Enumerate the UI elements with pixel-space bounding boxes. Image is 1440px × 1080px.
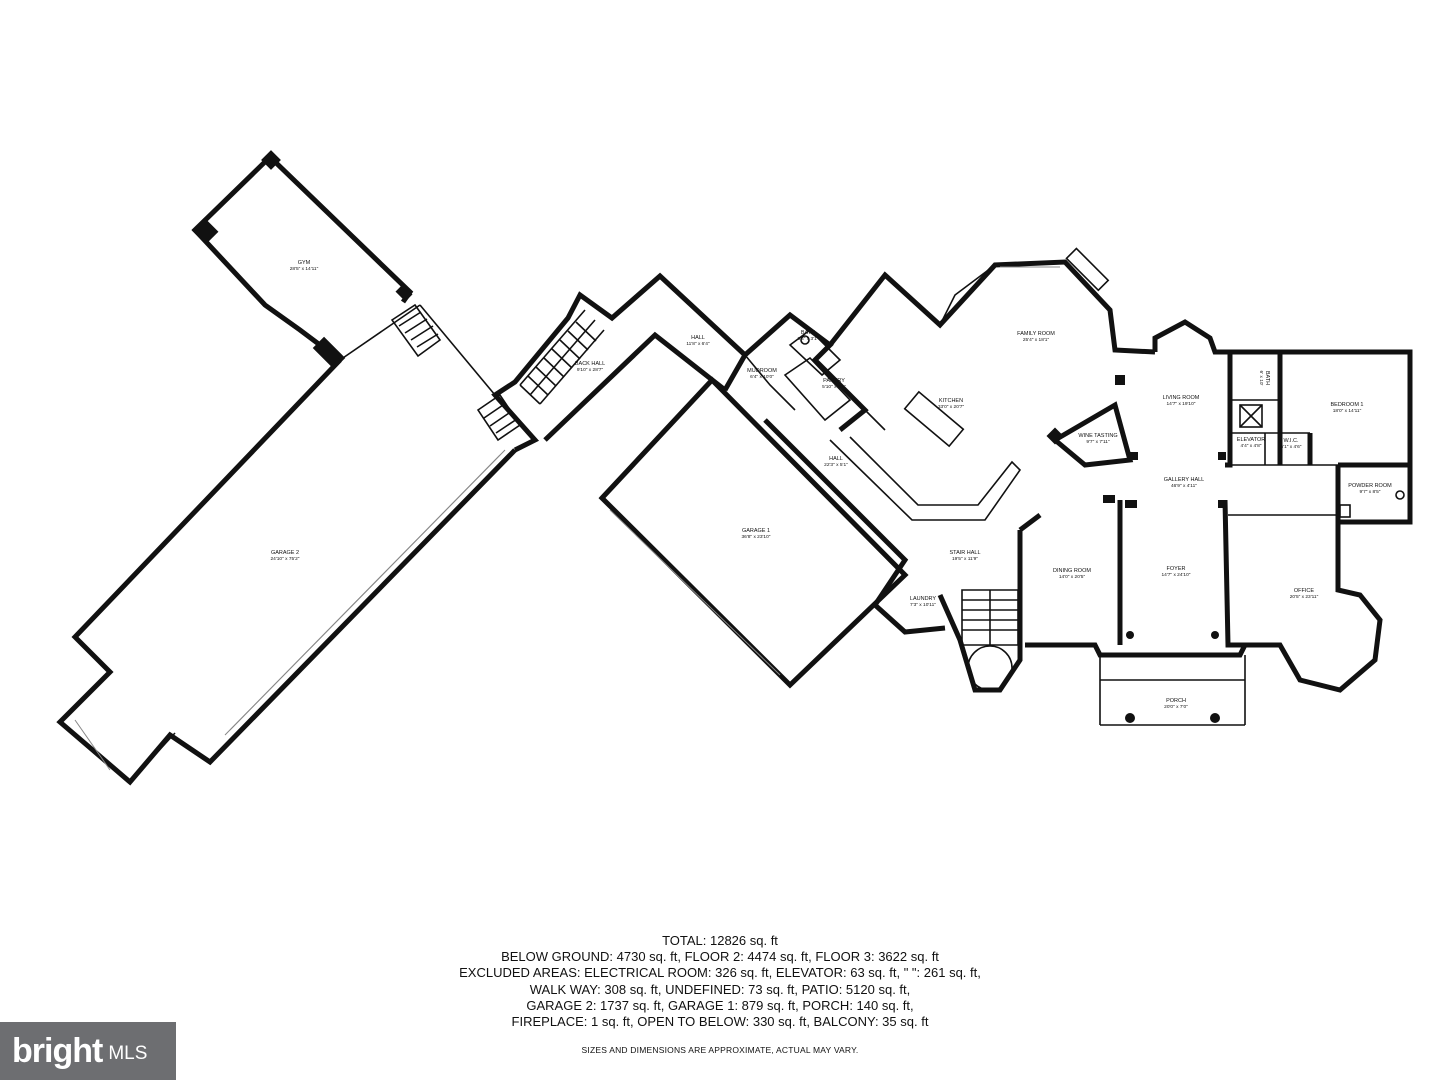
room-label-hall-mid: HALL <box>829 456 843 462</box>
room-dim-stair-hall: 19'5" x 11'9" <box>952 556 978 562</box>
room-dim-laundry: 7'3" x 10'11" <box>910 602 936 608</box>
floor-plan: GYM 28'5" x 14'11" GARAGE 2 24'10" x 75'… <box>56 150 1413 786</box>
room-label-back-hall: BACK HALL <box>575 361 605 367</box>
room-label-wic: W.I.C. <box>1284 438 1299 444</box>
room-dim-gallery-hall: 46'9" x 4'11" <box>1171 483 1197 489</box>
room-label-gallery-hall: GALLERY HALL <box>1164 477 1204 483</box>
room-dim-wic: 5'1" x 4'6" <box>1281 444 1302 450</box>
room-label-mudroom: MUDROOM <box>747 368 777 374</box>
room-label-wine-tasting: WINE TASTING <box>1078 433 1117 439</box>
room-dim-hall-mid: 22'3" x 5'1" <box>824 462 848 468</box>
room-label-elevator: ELEVATOR <box>1237 437 1265 443</box>
summary-excluded: EXCLUDED AREAS: ELECTRICAL ROOM: 326 sq.… <box>459 965 981 981</box>
room-label-bedroom1: BEDROOM 1 <box>1330 402 1363 408</box>
room-label-bath-bed: BATH <box>1264 371 1270 385</box>
room-label-porch: PORCH <box>1166 698 1186 704</box>
back-hall-walls <box>491 272 747 453</box>
room-label-hall-top: HALL <box>691 335 705 341</box>
room-label-pantry: PANTRY <box>823 378 845 384</box>
kitchen-walls <box>828 247 1156 521</box>
room-dim-foyer: 14'7" x 24'10" <box>1162 572 1191 578</box>
room-label-gym: GYM <box>298 260 311 266</box>
area-summary: TOTAL: 12826 sq. ft BELOW GROUND: 4730 s… <box>360 933 1080 1030</box>
room-dim-living-room: 14'7" x 19'10" <box>1167 401 1196 407</box>
room-label-living-room: LIVING ROOM <box>1163 395 1200 401</box>
room-label-garage1: GARAGE 1 <box>742 528 770 534</box>
bright-mls-logo: bright MLS <box>0 1022 176 1080</box>
room-labels: GYM 28'5" x 14'11" GARAGE 2 24'10" x 75'… <box>271 260 1393 710</box>
room-label-family-room: FAMILY ROOM <box>1017 331 1055 337</box>
disclaimer: SIZES AND DIMENSIONS ARE APPROXIMATE, AC… <box>581 1045 859 1055</box>
room-label-kitchen: KITCHEN <box>939 398 963 404</box>
walkway <box>419 304 522 442</box>
room-dim-pantry: 5'10" x 8'1" <box>822 384 846 390</box>
room-dim-powder-room: 9'7" x 8'5" <box>1360 489 1381 495</box>
room-dim-garage1: 36'8" x 23'10" <box>742 534 771 540</box>
room-label-office: OFFICE <box>1294 588 1314 594</box>
garage1-walls <box>598 376 909 689</box>
room-label-foyer: FOYER <box>1167 566 1186 572</box>
room-dim-dining-room: 14'0" x 20'5" <box>1059 574 1086 580</box>
summary-fireplace: FIREPLACE: 1 sq. ft, OPEN TO BELOW: 330 … <box>511 1014 929 1030</box>
summary-garages: GARAGE 2: 1737 sq. ft, GARAGE 1: 879 sq.… <box>526 997 914 1013</box>
room-label-laundry: LAUNDRY <box>910 596 937 602</box>
room-dim-gym: 28'5" x 14'11" <box>290 266 319 272</box>
room-label-powder-room: POWDER ROOM <box>1348 483 1392 489</box>
room-label-dining-room: DINING ROOM <box>1053 568 1091 574</box>
summary-walkway: WALK WAY: 308 sq. ft, UNDEFINED: 73 sq. … <box>529 981 911 997</box>
room-label-garage2: GARAGE 2 <box>271 550 299 556</box>
room-dim-mudroom: 6'4" x 10'0" <box>750 374 774 380</box>
room-dim-hall-top: 11'8" x 6'4" <box>686 341 710 347</box>
room-label-bath-small: BATH <box>801 330 815 336</box>
logo-brand: bright <box>12 1031 103 1070</box>
room-label-stair-hall: STAIR HALL <box>949 550 980 556</box>
room-dim-wine-tasting: 9'7" x 7'11" <box>1086 439 1110 445</box>
logo-mls: MLS <box>108 1043 148 1064</box>
garage2-walls <box>56 358 517 786</box>
room-dim-bath-bed: 6' x 10' <box>1258 371 1264 386</box>
bedroom-wing-walls <box>1230 349 1413 525</box>
room-dim-family-room: 25'4" x 18'1" <box>1023 337 1050 343</box>
room-dim-garage2: 24'10" x 75'2" <box>271 556 300 562</box>
room-dim-kitchen: 33'0" x 20'7" <box>938 404 965 410</box>
room-dim-porch: 20'0" x 7'0" <box>1164 704 1188 710</box>
room-dim-back-hall: 9'10" x 28'7" <box>577 367 604 373</box>
room-dim-bedroom1: 18'0" x 14'11" <box>1333 408 1362 414</box>
stair-hall-walls <box>763 418 1023 693</box>
gym-stairs <box>390 303 442 358</box>
main-rooms-walls <box>1018 319 1383 726</box>
room-dim-bath-small: 8'4" x 3'1" <box>798 336 819 342</box>
summary-total: TOTAL: 12826 sq. ft <box>662 933 778 948</box>
room-dim-office: 20'5" x 23'11" <box>1290 594 1319 600</box>
room-dim-elevator: 4'4" x 4'8" <box>1241 443 1262 449</box>
summary-floors: BELOW GROUND: 4730 sq. ft, FLOOR 2: 4474… <box>501 949 939 965</box>
